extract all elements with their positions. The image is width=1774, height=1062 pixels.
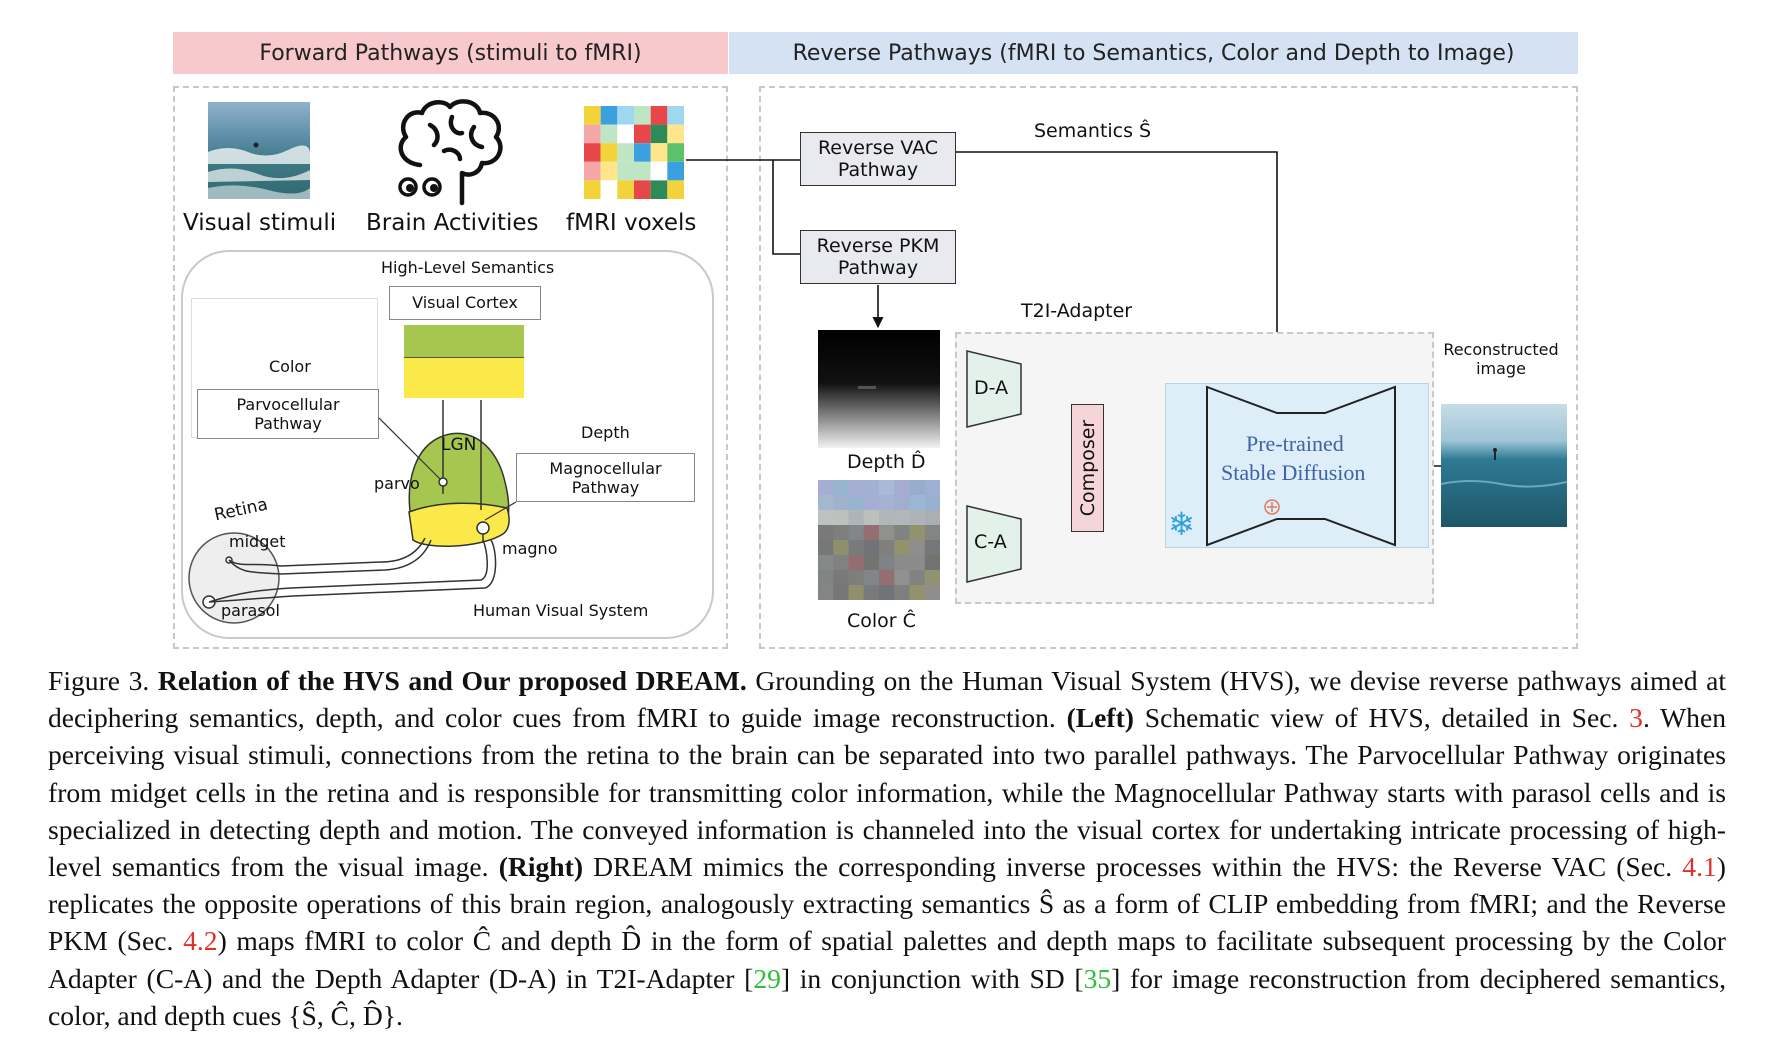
visual-stimuli-image: [208, 102, 310, 199]
caption-part7: ] in conjunction with SD [: [780, 962, 1084, 994]
t2i-adapter-label: T2I-Adapter: [1021, 300, 1133, 322]
plus-circle-icon: [1264, 499, 1280, 515]
human-visual-system-label: Human Visual System: [473, 601, 649, 620]
reverse-panel: [759, 86, 1578, 649]
color-label: Color: [269, 357, 311, 376]
magnocellular-box: Magnocellular Pathway: [516, 453, 695, 502]
color-palette-image: [818, 480, 940, 600]
caption-ref-29[interactable]: 29: [753, 962, 781, 994]
reverse-pkm-box: Reverse PKM Pathway: [800, 230, 956, 284]
caption-ref-42[interactable]: 4.2: [183, 925, 218, 957]
caption-right: (Right): [498, 851, 584, 883]
c-a-label: C-A: [974, 531, 1007, 553]
color-output-label: Color Ĉ: [847, 610, 916, 632]
sd-line1: Pre-trained: [1246, 431, 1344, 456]
forward-header-text: Forward Pathways (stimuli to fMRI): [259, 40, 642, 66]
hvs-region: [181, 250, 714, 639]
caption-part5: ) replicates the opposite operations of …: [48, 851, 1726, 957]
caption-part6: ) maps fMRI to color Ĉ and depth D̂ in t…: [48, 925, 1726, 994]
magno-label: magno: [502, 539, 558, 558]
caption-left: (Left): [1066, 702, 1134, 734]
visual-cortex-green: [404, 325, 524, 357]
parvo-label: parvo: [374, 474, 420, 493]
visual-cortex-box: Visual Cortex: [389, 286, 541, 320]
magnocellular-text: Magnocellular Pathway: [549, 458, 662, 497]
depth-label: Depth: [581, 423, 630, 442]
fmri-voxels-grid: [584, 106, 684, 199]
figure-caption: Figure 3. Relation of the HVS and Our pr…: [48, 662, 1726, 1034]
visual-cortex-yellow: [404, 357, 524, 398]
caption-ref-41[interactable]: 4.1: [1682, 851, 1717, 883]
caption-part2: Schematic view of HVS, detailed in Sec.: [1134, 702, 1630, 734]
composer-box: [1071, 404, 1104, 532]
reverse-vac-text: Reverse VAC Pathway: [817, 137, 939, 181]
reverse-header-text: Reverse Pathways (fMRI to Semantics, Col…: [792, 40, 1515, 66]
caption-part3: . When perceiving visual stimuli, connec…: [48, 702, 1727, 883]
reconstructed-label: Reconstructed image: [1443, 340, 1559, 378]
high-level-semantics-label: High-Level Semantics: [381, 258, 555, 277]
caption-bold-title: Relation of the HVS and Our proposed DRE…: [157, 665, 747, 696]
forward-panel: [173, 86, 728, 649]
parasol-label: parasol: [221, 601, 280, 620]
d-a-block: [966, 350, 1022, 428]
hvs-diagram: [188, 400, 517, 624]
fmri-voxels-label: fMRI voxels: [566, 210, 697, 236]
caption-figure-label: Figure 3.: [48, 665, 158, 696]
caption-part8: ] for image reconstruction from decipher…: [48, 962, 1726, 1031]
reverse-header: Reverse Pathways (fMRI to Semantics, Col…: [729, 32, 1578, 74]
brain-activities-label: Brain Activities: [366, 210, 539, 236]
reverse-pkm-text: Reverse PKM Pathway: [816, 235, 940, 279]
composer-label: Composer: [1077, 419, 1099, 517]
caption-ref-sec3[interactable]: 3: [1629, 702, 1643, 734]
depth-output-label: Depth D̂: [847, 451, 926, 473]
unet-shape: [1206, 385, 1396, 547]
sd-line2: Stable Diffusion: [1221, 460, 1366, 485]
midget-label: midget: [229, 532, 286, 551]
parvocellular-box: Parvocellular Pathway: [197, 389, 379, 439]
visual-cortex-text: Visual Cortex: [412, 293, 518, 312]
parvocellular-text: Parvocellular Pathway: [236, 395, 340, 433]
caption-part1: Grounding on the Human Visual System (HV…: [48, 665, 1726, 734]
snowflake-icon: ❄: [1168, 505, 1195, 543]
semantics-label: Semantics Ŝ: [1034, 120, 1152, 142]
caption-part4: DREAM mimics the corresponding inverse p…: [583, 851, 1683, 883]
stable-diffusion-region: [1165, 383, 1429, 548]
brain-icon: [398, 99, 503, 206]
lgn-label: LGN: [441, 435, 477, 455]
visual-stimuli-label: Visual stimuli: [183, 210, 337, 236]
forward-header: Forward Pathways (stimuli to fMRI): [173, 32, 728, 74]
d-a-label: D-A: [974, 377, 1009, 399]
lgn-yellow: [408, 502, 510, 547]
caption-ref-35[interactable]: 35: [1083, 962, 1112, 994]
reconstructed-image: [1441, 404, 1567, 527]
reverse-vac-box: Reverse VAC Pathway: [800, 132, 956, 186]
depth-map-image: [818, 330, 940, 448]
c-a-block: [966, 505, 1022, 583]
